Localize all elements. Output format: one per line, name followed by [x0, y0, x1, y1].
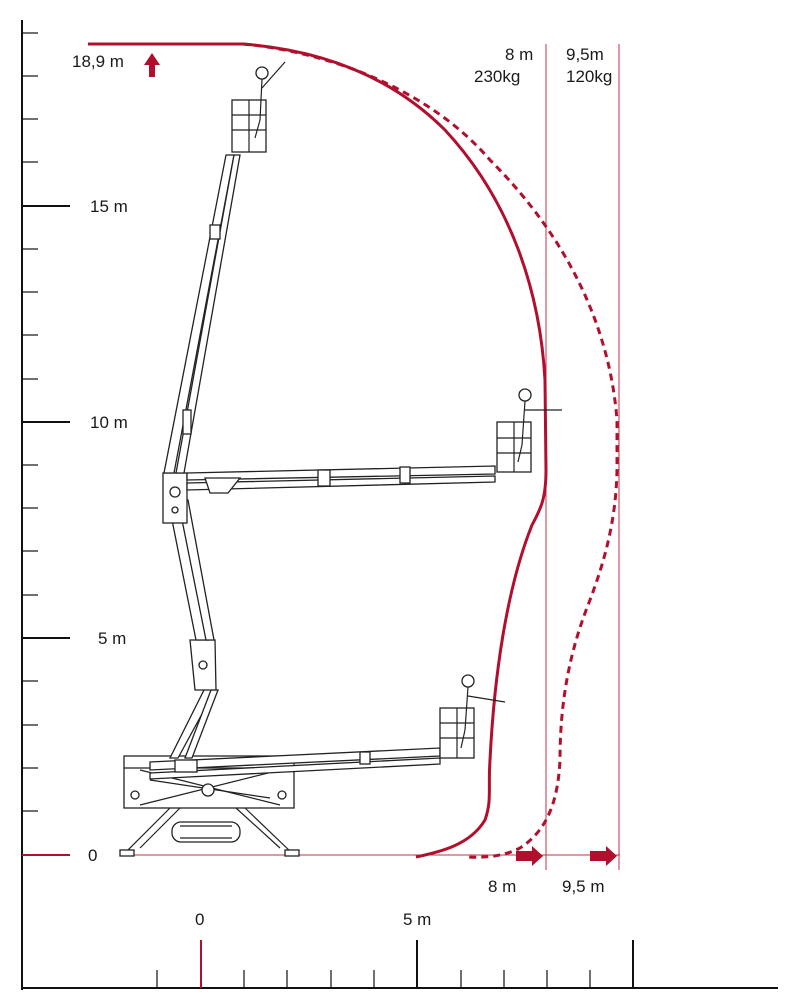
right-arrow-icon — [516, 846, 543, 866]
crawler-track — [171, 821, 241, 843]
col8-reach: 8 m — [505, 45, 533, 64]
horizontal-minor-ticks — [156, 970, 591, 988]
vertical-minor-ticks — [22, 32, 38, 812]
envelope-8m-solid — [88, 42, 548, 859]
platform-basket-icon — [496, 421, 532, 473]
col8-bottom: 8 m — [488, 877, 516, 896]
x-label-0: 0 — [195, 910, 204, 929]
y-label-10m: 10 m — [90, 413, 128, 432]
envelope-9-5m-dashed — [242, 42, 619, 859]
lift-machine — [119, 154, 496, 857]
y-label-0: 0 — [88, 846, 97, 865]
worker-icon — [254, 61, 286, 139]
col8-load: 230kg — [474, 67, 520, 86]
right-arrow-icon — [590, 846, 617, 866]
vertical-axis: 18,9 m 15 m 10 m 5 m 0 — [21, 20, 160, 990]
y-label-15m: 15 m — [90, 197, 128, 216]
lower-mast — [167, 499, 219, 759]
outriggers — [119, 807, 300, 857]
pivot-block — [162, 472, 188, 524]
x-label-5m: 5 m — [403, 910, 431, 929]
col95-bottom: 9,5 m — [562, 877, 605, 896]
col95-load: 120kg — [566, 67, 612, 86]
worker-icon — [517, 388, 562, 463]
platform-basket-icon — [439, 707, 475, 759]
upper-boom-horizontal — [186, 465, 496, 494]
col95-reach: 9,5m — [566, 45, 604, 64]
up-arrow-icon — [144, 53, 160, 77]
worker-icon — [460, 674, 506, 749]
y-label-5m: 5 m — [98, 629, 126, 648]
upper-boom-vertical — [163, 154, 241, 474]
y-label-top: 18,9 m — [72, 52, 124, 71]
horizontal-axis: 0 5 m — [22, 910, 778, 989]
